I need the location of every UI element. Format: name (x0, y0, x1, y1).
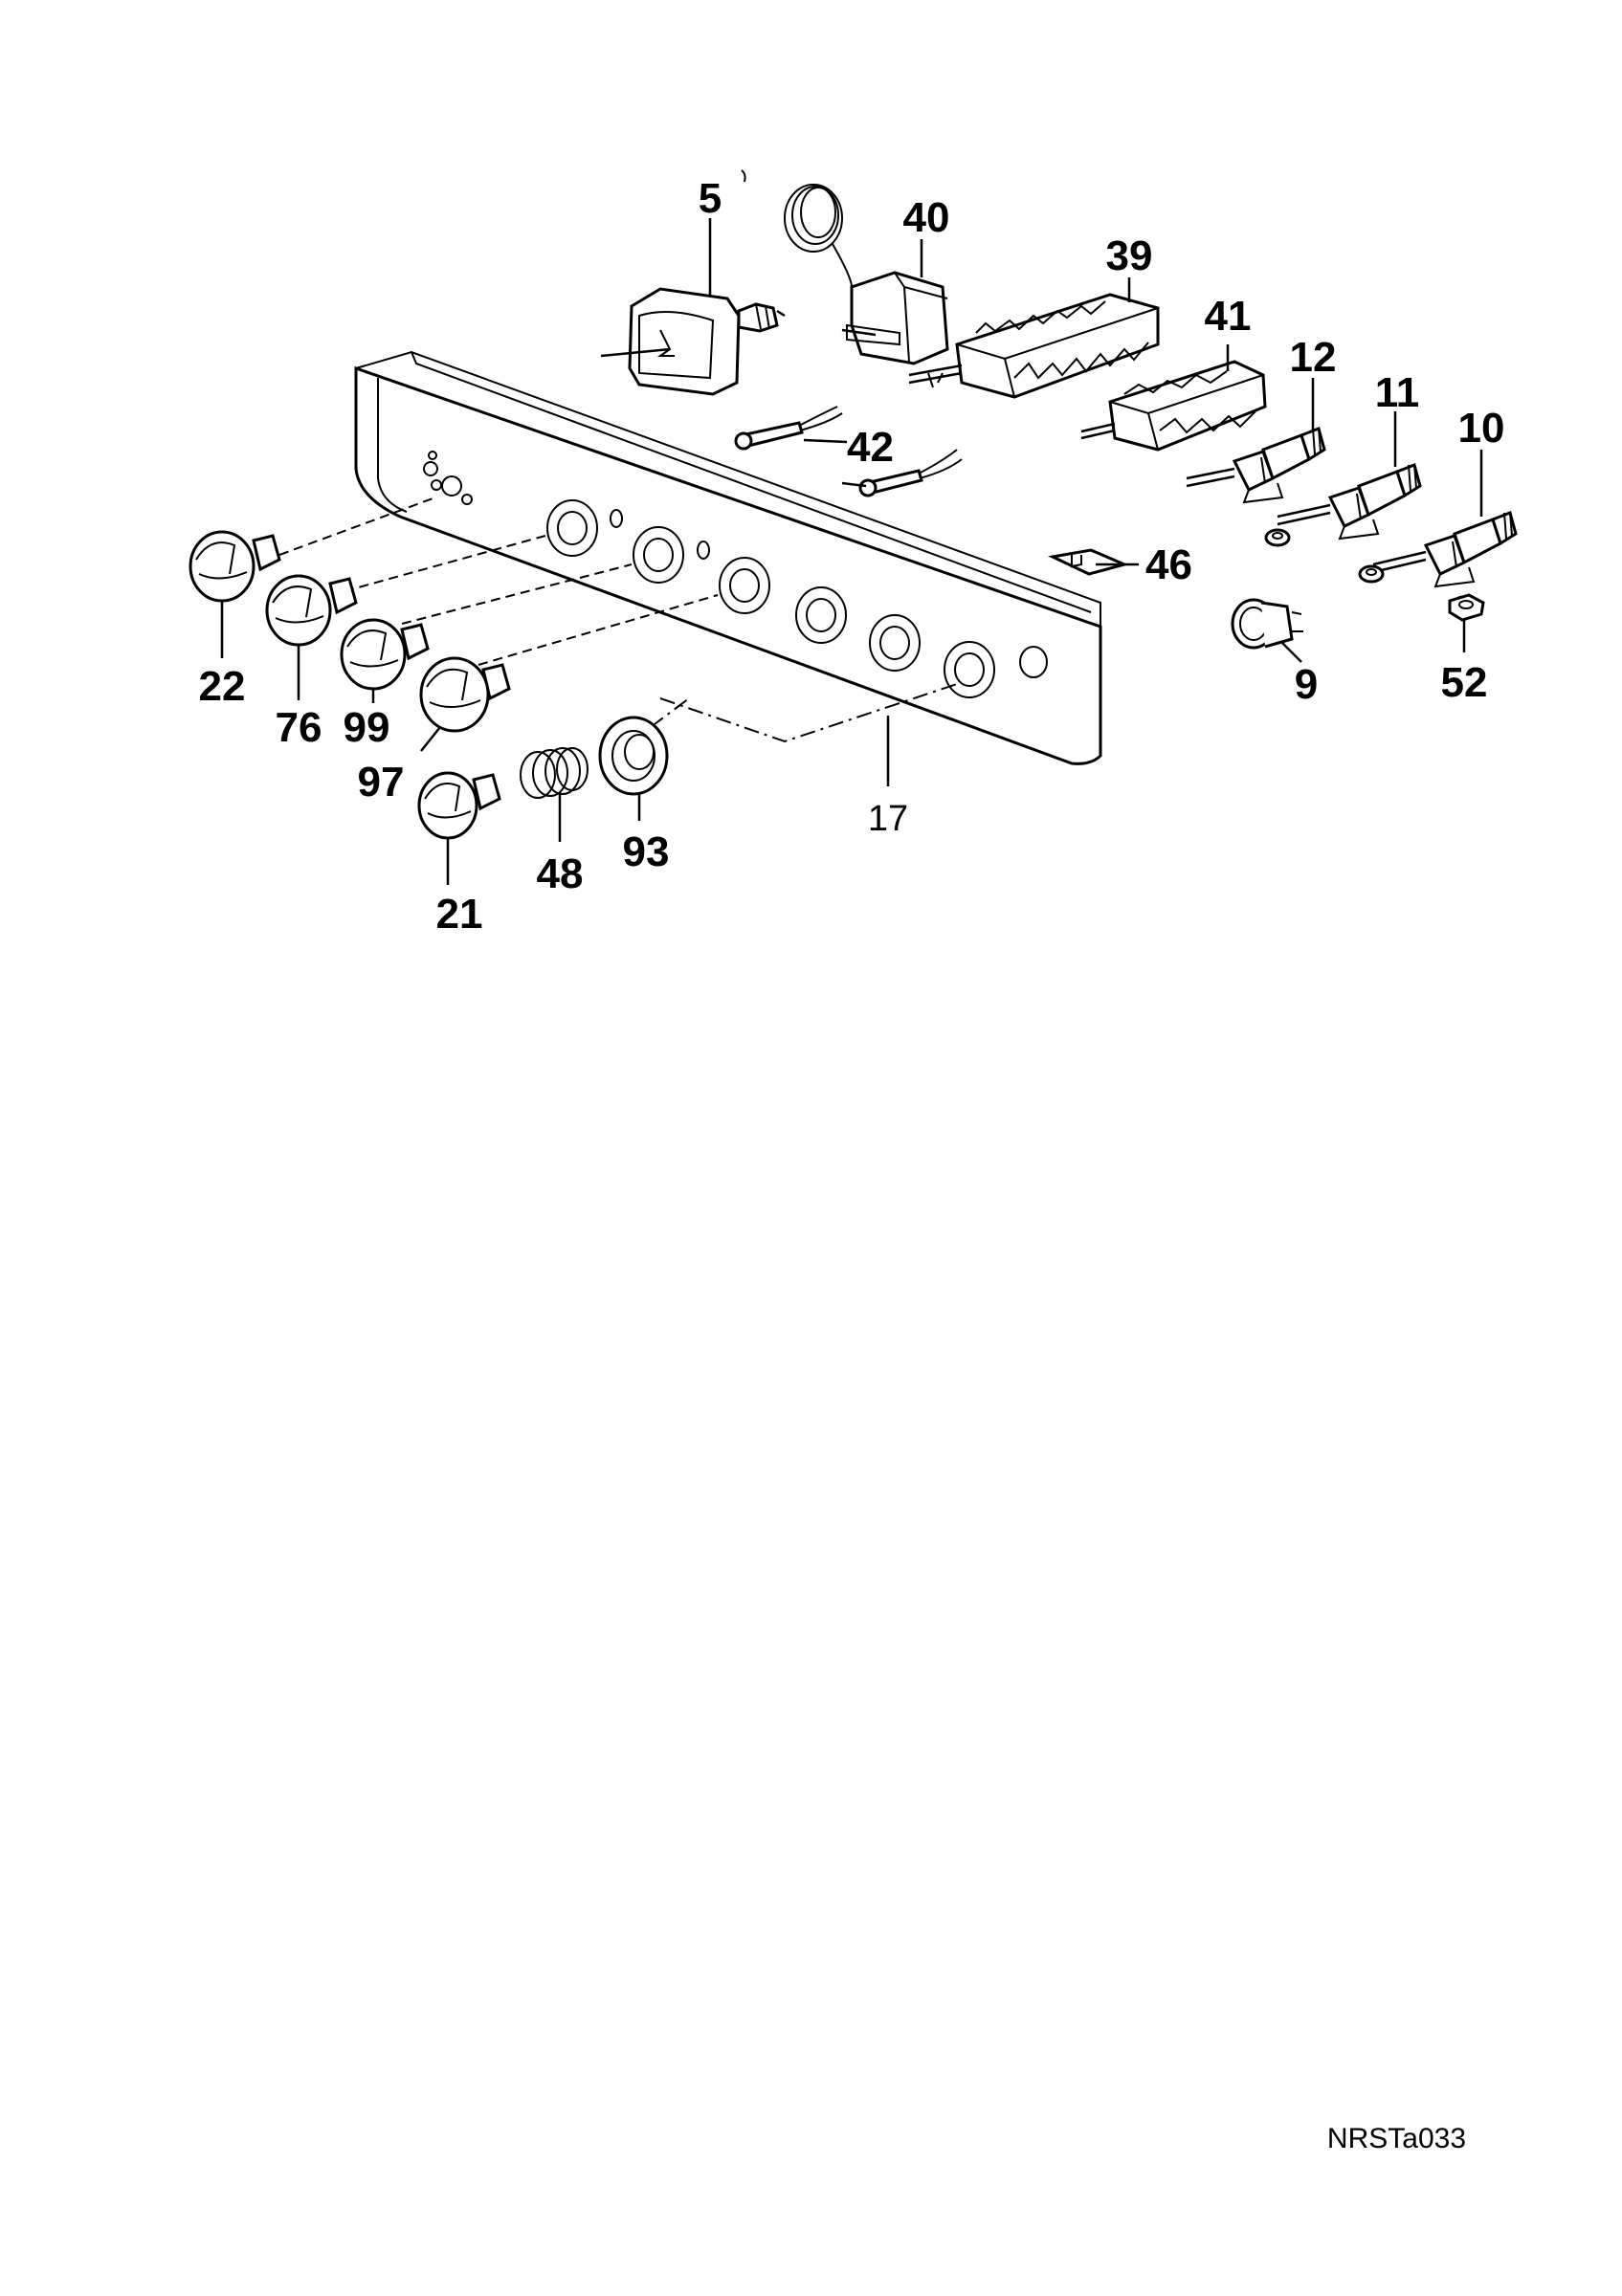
callout-22: 22 (199, 663, 246, 710)
push-button (1231, 598, 1303, 650)
control-knob-97 (419, 656, 511, 733)
callout-10: 10 (1458, 405, 1505, 452)
indicator-lamp (858, 449, 963, 497)
knob-hole (633, 526, 684, 584)
knob-hole (944, 641, 995, 698)
callout-9: 9 (1295, 661, 1318, 708)
callout-39: 39 (1106, 232, 1153, 279)
thermostat (741, 169, 949, 388)
drawing-reference-code: NRSTa033 (1327, 2123, 1466, 2154)
callout-76: 76 (276, 704, 322, 751)
callout-40: 40 (903, 194, 950, 241)
selector-switch-41 (1080, 360, 1267, 452)
callout-41: 41 (1205, 293, 1252, 340)
control-knob-76 (265, 574, 358, 647)
nut (1448, 593, 1485, 622)
knob-hole (719, 557, 770, 614)
callout-99: 99 (344, 704, 390, 751)
energy-regulator (600, 287, 786, 396)
control-knob-99 (340, 618, 430, 691)
callout-93: 93 (623, 828, 670, 875)
callout-12: 12 (1290, 334, 1337, 381)
panel-clip (1048, 548, 1129, 576)
washer (1264, 528, 1291, 547)
knob-bezel-ring (598, 716, 669, 796)
indicator-lamp (734, 406, 843, 451)
callout-46: 46 (1145, 541, 1192, 588)
gas-tap-11 (1277, 462, 1422, 541)
callout-17: 17 (868, 799, 908, 839)
callout-21: 21 (436, 891, 483, 938)
spring (520, 747, 589, 799)
control-knob-21 (417, 771, 501, 840)
knob-hole (795, 586, 847, 644)
washer (1358, 564, 1385, 584)
leader-lines (220, 218, 1483, 885)
assembly-lines (278, 497, 958, 743)
callout-5: 5 (699, 175, 722, 222)
callout-97: 97 (358, 759, 405, 806)
selector-switch-39 (908, 293, 1160, 399)
gas-tap-10 (1372, 510, 1518, 588)
callout-labels: 5 40 39 41 12 11 10 42 46 9 52 22 76 99 … (199, 175, 1505, 938)
callout-52: 52 (1441, 659, 1488, 706)
gas-tap-12 (1186, 426, 1326, 504)
control-knob-22 (189, 530, 281, 603)
callout-48: 48 (537, 850, 584, 897)
control-panel-fascia (354, 350, 1102, 765)
callout-11: 11 (1375, 369, 1420, 416)
knob-hole (869, 614, 921, 672)
callout-42: 42 (847, 424, 894, 471)
knob-hole (546, 499, 598, 557)
